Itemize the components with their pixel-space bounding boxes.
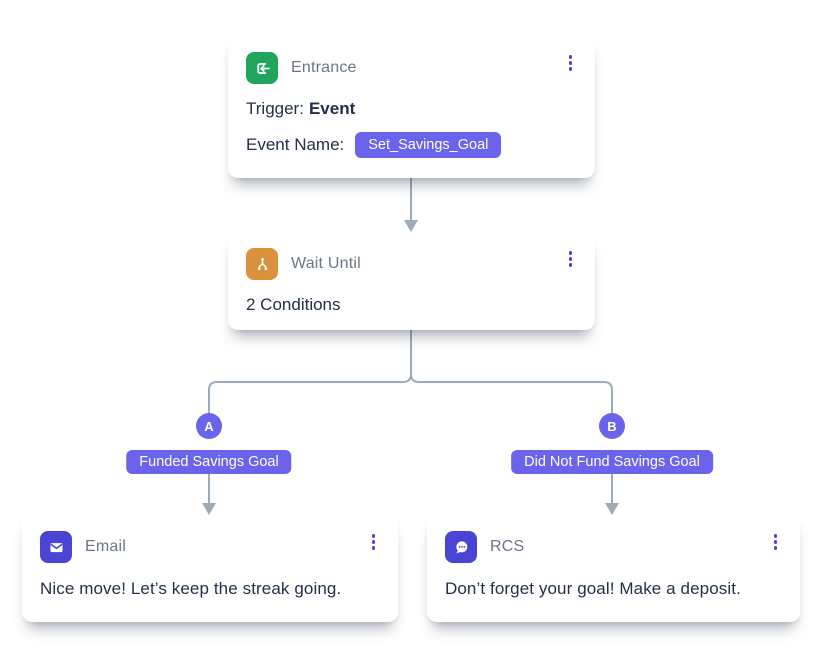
wait-until-conditions: 2 Conditions: [246, 295, 341, 314]
entrance-node-title: Entrance: [291, 59, 357, 76]
branch-b-label[interactable]: Did Not Fund Savings Goal: [511, 450, 713, 474]
rcs-node-card[interactable]: RCS Don’t forget your goal! Make a depos…: [427, 515, 800, 622]
chat-bubble-dots-icon: [445, 531, 477, 563]
event-name-label: Event Name:: [246, 135, 345, 154]
entrance-kebab-menu-icon[interactable]: [564, 52, 578, 74]
wait-until-node-card[interactable]: Wait Until 2 Conditions: [228, 234, 595, 330]
trigger-label: Trigger:: [246, 99, 304, 118]
rcs-node-title: RCS: [490, 538, 525, 555]
branch-split-icon: [246, 248, 278, 280]
wait-until-node-title: Wait Until: [291, 255, 361, 272]
email-node-title: Email: [85, 538, 127, 555]
entrance-node-card[interactable]: Entrance Trigger: Event Event Name: Set_…: [228, 38, 595, 178]
branch-a-marker: A: [196, 413, 222, 439]
branch-b-marker: B: [599, 413, 625, 439]
rcs-message-text: Don’t forget your goal! Make a deposit.: [445, 579, 741, 598]
event-name-chip[interactable]: Set_Savings_Goal: [355, 132, 502, 158]
entrance-login-icon: [246, 52, 278, 84]
email-node-header: Email: [40, 531, 380, 563]
envelope-icon: [40, 531, 72, 563]
email-message-text: Nice move! Let’s keep the streak going.: [40, 579, 342, 598]
rcs-kebab-menu-icon[interactable]: [769, 531, 783, 553]
email-node-card[interactable]: Email Nice move! Let’s keep the streak g…: [22, 515, 398, 622]
entrance-trigger-row: Trigger: Event: [246, 99, 577, 119]
trigger-value: Event: [308, 99, 356, 118]
entrance-node-header: Entrance: [246, 52, 577, 84]
branch-a-label[interactable]: Funded Savings Goal: [126, 450, 292, 474]
entrance-event-row: Event Name: Set_Savings_Goal: [246, 132, 577, 158]
email-kebab-menu-icon[interactable]: [367, 531, 381, 553]
wait-until-kebab-menu-icon[interactable]: [564, 248, 578, 270]
rcs-node-header: RCS: [445, 531, 782, 563]
wait-until-node-header: Wait Until: [246, 248, 577, 280]
